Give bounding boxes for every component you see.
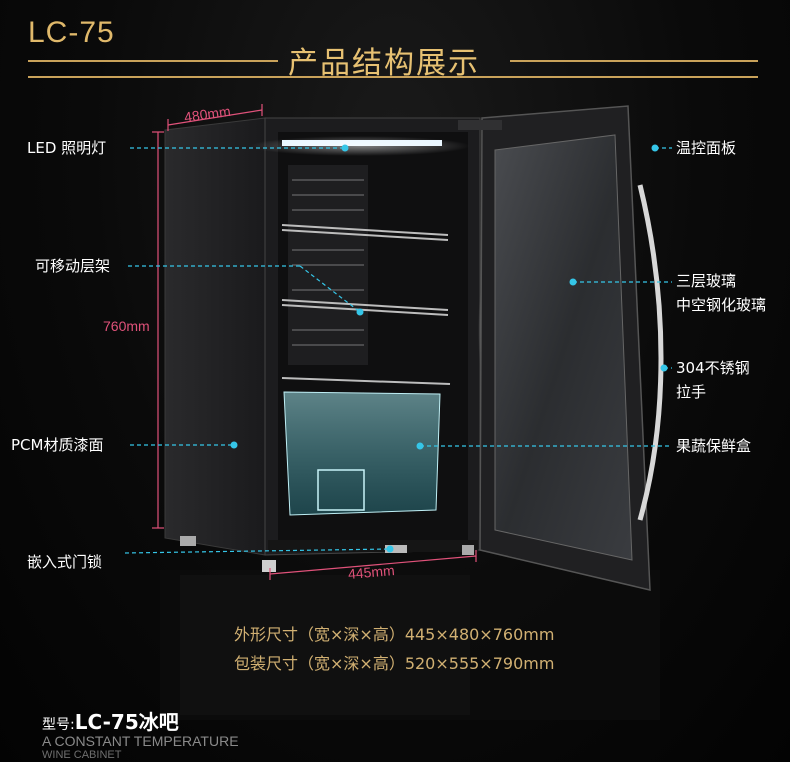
tagline-line1: A CONSTANT TEMPERATURE: [42, 733, 239, 749]
label-led-light: LED 照明灯: [27, 139, 107, 157]
label-handle-line1: 304不锈钢: [676, 359, 750, 377]
callout-dot-lock: [386, 545, 394, 553]
label-handle-line2: 拉手: [676, 383, 707, 401]
model-prefix: 型号:: [42, 717, 75, 733]
callout-dot-shelf: [356, 308, 364, 316]
spec-package-size: 包装尺寸（宽×深×高）520×555×790mm: [234, 654, 555, 673]
model-title: LC-75: [28, 16, 115, 49]
label-crisper: 果蔬保鲜盒: [676, 437, 752, 455]
label-pcm: PCM材质漆面: [11, 436, 104, 454]
dimension-height: 760mm: [103, 318, 150, 334]
label-lock: 嵌入式门锁: [27, 553, 103, 571]
section-heading: 产品结构展示: [288, 46, 480, 81]
callout-dot-crisper: [416, 442, 424, 450]
label-glass-line2: 中空钢化玻璃: [676, 296, 767, 314]
crisper-box: [283, 391, 441, 516]
spec-outer-size: 外形尺寸（宽×深×高）445×480×760mm: [234, 625, 555, 644]
door-lock: [385, 545, 407, 553]
callout-dot-handle: [660, 364, 668, 372]
model-name: LC-75冰吧: [74, 710, 179, 734]
callout-dot-led: [341, 144, 349, 152]
callout-dot-pcm: [230, 441, 238, 449]
label-shelf: 可移动层架: [35, 257, 111, 275]
callout-dot-glass: [569, 278, 577, 286]
tagline-line2: WINE CABINET: [42, 749, 122, 761]
model-caption: 型号:LC-75冰吧: [42, 706, 179, 735]
steel-handle: [637, 184, 664, 521]
cabinet-side: [164, 117, 266, 556]
heading-rule-right: [510, 60, 758, 62]
label-glass-line1: 三层玻璃: [676, 272, 737, 290]
heading-rule-left: [28, 60, 278, 62]
heading-rule-bottom: [28, 76, 758, 78]
label-control-panel: 温控面板: [676, 139, 737, 157]
shelf-wires: [281, 224, 451, 385]
callout-dot-panel: [651, 144, 659, 152]
